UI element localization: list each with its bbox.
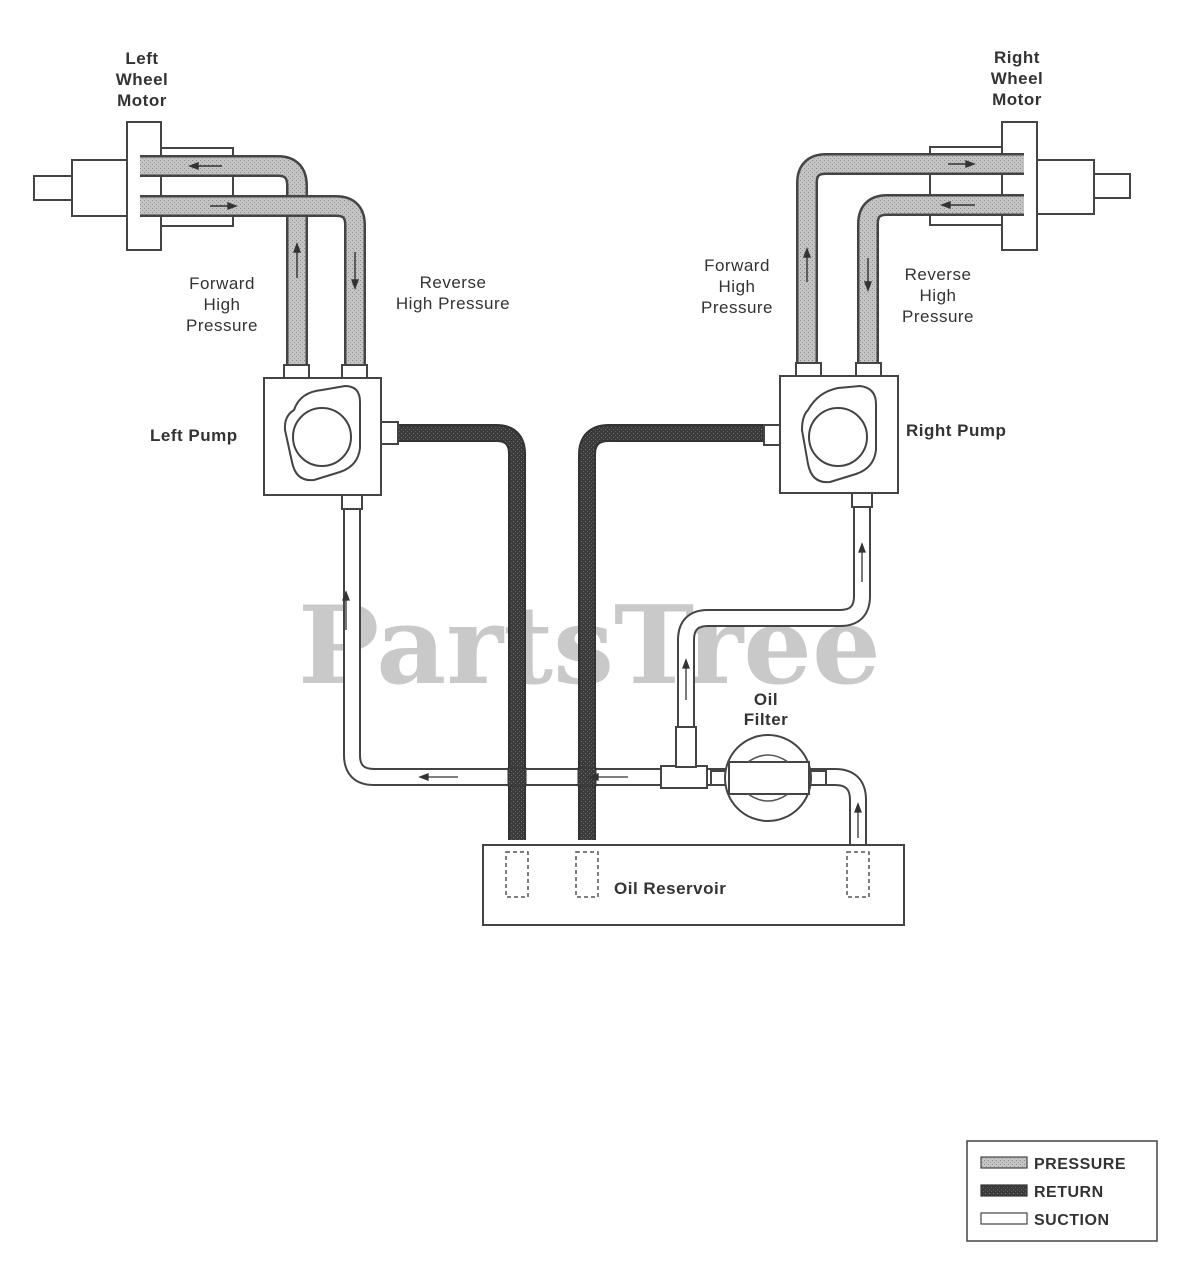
svg-text:Wheel: Wheel <box>991 69 1044 88</box>
right-forward-label: Forward High Pressure <box>701 256 773 317</box>
svg-text:Oil: Oil <box>754 690 778 709</box>
suction-line-right-pump <box>677 508 871 770</box>
suction-arrows <box>342 542 866 838</box>
left-motor-arrows <box>188 161 360 290</box>
right-pump-label: Right Pump <box>906 421 1006 440</box>
svg-text:Wheel: Wheel <box>116 70 169 89</box>
svg-text:High: High <box>204 295 241 314</box>
right-motor-arrows <box>802 159 976 292</box>
left-forward-line <box>140 155 308 370</box>
svg-text:Pressure: Pressure <box>186 316 258 335</box>
suction-line-left-pump <box>343 508 680 786</box>
svg-text:Pressure: Pressure <box>701 298 773 317</box>
svg-text:Filter: Filter <box>744 710 789 729</box>
right-pump <box>763 362 899 508</box>
svg-text:High Pressure: High Pressure <box>396 294 510 313</box>
oil-filter-label: Oil Filter <box>744 690 789 729</box>
right-wheel-motor-label: Right Wheel Motor <box>991 48 1044 109</box>
right-reverse-label: Reverse High Pressure <box>902 265 974 326</box>
svg-text:SUCTION: SUCTION <box>1034 1212 1110 1229</box>
svg-text:Forward: Forward <box>704 256 770 275</box>
svg-text:Right: Right <box>994 48 1040 67</box>
svg-text:Reverse: Reverse <box>420 273 487 292</box>
left-wheel-motor-label: Left Wheel Motor <box>116 49 169 110</box>
left-return-line <box>398 424 526 840</box>
oil-reservoir <box>482 844 905 926</box>
svg-text:Reverse: Reverse <box>905 265 972 284</box>
right-reverse-line <box>857 194 1024 368</box>
left-wheel-motor <box>33 121 234 251</box>
svg-text:Forward: Forward <box>189 274 255 293</box>
right-return-line <box>578 424 766 840</box>
oil-reservoir-label: Oil Reservoir <box>614 879 726 898</box>
left-reverse-label: Reverse High Pressure <box>396 273 510 313</box>
oil-filter <box>710 734 827 822</box>
tee-fitting <box>660 765 708 789</box>
legend: PRESSURE RETURN SUCTION <box>966 1140 1158 1242</box>
svg-text:Pressure: Pressure <box>902 307 974 326</box>
suction-line-reservoir <box>705 768 867 852</box>
left-forward-label: Forward High Pressure <box>186 274 258 335</box>
svg-text:RETURN: RETURN <box>1034 1184 1104 1201</box>
right-forward-line <box>796 153 1024 368</box>
left-reverse-line <box>140 195 366 370</box>
legend-item-suction: SUCTION <box>980 1212 1110 1229</box>
left-pump <box>263 364 399 510</box>
legend-item-pressure: PRESSURE <box>980 1156 1126 1173</box>
svg-text:PRESSURE: PRESSURE <box>1034 1156 1126 1173</box>
right-wheel-motor <box>929 121 1131 251</box>
svg-text:High: High <box>920 286 957 305</box>
svg-text:High: High <box>719 277 756 296</box>
left-pump-label: Left Pump <box>150 426 238 445</box>
svg-text:Motor: Motor <box>117 91 167 110</box>
svg-text:Motor: Motor <box>992 90 1042 109</box>
legend-item-return: RETURN <box>980 1184 1104 1201</box>
svg-text:Left: Left <box>125 49 158 68</box>
